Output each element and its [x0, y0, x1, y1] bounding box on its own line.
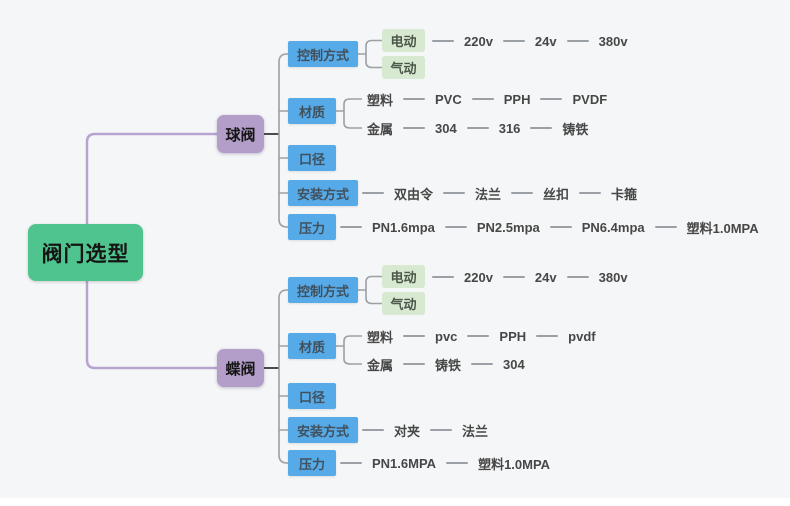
node-ball-installation[interactable]: 安装方式	[288, 180, 358, 206]
chain-item[interactable]: 对夹	[394, 423, 421, 439]
node-ball-diameter[interactable]: 口径	[288, 145, 336, 171]
chain-butterfly-installation: 对夹 法兰	[362, 419, 488, 441]
chain-item[interactable]: 380v	[598, 33, 628, 49]
node-ball-material[interactable]: 材质	[288, 98, 336, 124]
connector-dash	[403, 335, 426, 337]
node-ball-pressure[interactable]: 压力	[288, 214, 336, 240]
connector-dash	[444, 226, 467, 228]
connector-ball-control-bracket	[358, 39, 382, 69]
chain-item[interactable]: 铸铁	[435, 357, 462, 373]
chain-item[interactable]: 220v	[464, 269, 493, 285]
chain-item[interactable]: PN6.4mpa	[581, 219, 645, 235]
chain-ball-installation: 双由令 法兰 丝扣 卡箍	[362, 182, 637, 204]
node-butterfly-pressure[interactable]: 压力	[288, 450, 336, 476]
connector-butterfly-material-bracket	[336, 335, 362, 365]
chain-butterfly-plastic: 塑料 pvc PPH pvdf	[367, 325, 596, 347]
connector-dash	[566, 276, 589, 278]
chain-butterfly-metal: 金属 铸铁 304	[367, 353, 525, 375]
connector-dash	[579, 192, 602, 194]
connector-dash	[340, 226, 362, 228]
chain-item[interactable]: 法兰	[462, 423, 489, 439]
chain-item[interactable]: PN1.6mpa	[372, 219, 435, 235]
connector-dash	[430, 429, 453, 431]
node-ball-control-method[interactable]: 控制方式	[288, 41, 358, 67]
chain-item[interactable]: 双由令	[394, 186, 434, 202]
connector-dash	[432, 276, 454, 278]
connector-dash	[403, 363, 426, 365]
connector-dash	[466, 127, 489, 129]
connector-dash	[502, 276, 525, 278]
connector-dash	[362, 192, 384, 194]
connector-dash	[530, 127, 553, 129]
node-butterfly-electric[interactable]: 电动	[382, 265, 425, 288]
chain-item[interactable]: 塑料1.0MPA	[686, 220, 759, 236]
chain-item[interactable]: 铸铁	[562, 121, 589, 137]
connector-dash	[446, 462, 469, 464]
chain-item[interactable]: 金属	[367, 357, 394, 373]
chain-item[interactable]: 法兰	[475, 186, 502, 202]
chain-ball-electric: 220v 24v 380v	[432, 30, 628, 52]
node-butterfly-control-method[interactable]: 控制方式	[288, 277, 358, 303]
branch-node-ball-valve[interactable]: 球阀	[217, 115, 264, 153]
chain-item[interactable]: PN1.6MPA	[372, 455, 437, 471]
canvas-bottom-margin	[0, 498, 790, 506]
chain-ball-metal: 金属 304 316 铸铁	[367, 117, 588, 139]
connector-butterfly-control-bracket	[358, 275, 382, 305]
connector-dash	[403, 98, 426, 100]
chain-item[interactable]: PPH	[503, 91, 531, 107]
connector-root-ball-valve	[85, 132, 220, 230]
chain-item[interactable]: 塑料	[367, 329, 394, 345]
chain-item[interactable]: pvc	[435, 328, 458, 344]
chain-item[interactable]: 塑料1.0MPA	[478, 456, 551, 472]
connector-dash	[471, 98, 494, 100]
chain-item[interactable]: 24v	[534, 269, 557, 285]
connector-dash	[654, 226, 677, 228]
chain-butterfly-pressure: PN1.6MPA 塑料1.0MPA	[340, 452, 550, 474]
connector-dash	[443, 192, 466, 194]
chain-item[interactable]: 316	[498, 120, 521, 136]
chain-item[interactable]: PN2.5mpa	[476, 219, 540, 235]
connector-dash	[536, 335, 559, 337]
chain-item[interactable]: pvdf	[568, 328, 596, 344]
connector-dash	[467, 335, 490, 337]
chain-butterfly-electric: 220v 24v 380v	[432, 266, 628, 288]
chain-item[interactable]: 24v	[534, 33, 557, 49]
root-node-valve-selection[interactable]: 阀门选型	[28, 224, 143, 281]
chain-item[interactable]: 380v	[598, 269, 628, 285]
chain-item[interactable]: 220v	[464, 33, 493, 49]
connector-dash	[566, 40, 589, 42]
connector-dash	[471, 363, 494, 365]
branch-node-butterfly-valve[interactable]: 蝶阀	[217, 349, 264, 387]
chain-item[interactable]: PVDF	[572, 91, 608, 107]
node-butterfly-pneumatic[interactable]: 气动	[382, 292, 425, 315]
connector-dash	[432, 40, 454, 42]
chain-ball-plastic: 塑料 PVC PPH PVDF	[367, 88, 607, 110]
node-butterfly-material[interactable]: 材质	[288, 333, 336, 359]
connector-dash	[540, 98, 563, 100]
chain-item[interactable]: 塑料	[367, 92, 394, 108]
chain-item[interactable]: 304	[503, 356, 525, 372]
connector-dash	[511, 192, 534, 194]
chain-item[interactable]: 丝扣	[543, 186, 570, 202]
connector-dash	[362, 429, 384, 431]
chain-ball-pressure: PN1.6mpa PN2.5mpa PN6.4mpa 塑料1.0MPA	[340, 216, 759, 238]
chain-item[interactable]: 304	[435, 120, 457, 136]
node-butterfly-diameter[interactable]: 口径	[288, 383, 336, 409]
connector-dash	[502, 40, 525, 42]
connector-ball-material-bracket	[336, 98, 362, 129]
chain-item[interactable]: 金属	[367, 121, 394, 137]
node-ball-pneumatic[interactable]: 气动	[382, 56, 425, 79]
chain-item[interactable]: 卡箍	[611, 186, 638, 202]
connector-root-butterfly-valve	[85, 276, 220, 370]
connector-dash	[340, 462, 362, 464]
chain-item[interactable]: PVC	[435, 91, 462, 107]
node-butterfly-installation[interactable]: 安装方式	[288, 417, 358, 443]
connector-dash	[549, 226, 572, 228]
node-ball-electric[interactable]: 电动	[382, 29, 425, 52]
chain-item[interactable]: PPH	[499, 328, 527, 344]
connector-dash	[403, 127, 426, 129]
